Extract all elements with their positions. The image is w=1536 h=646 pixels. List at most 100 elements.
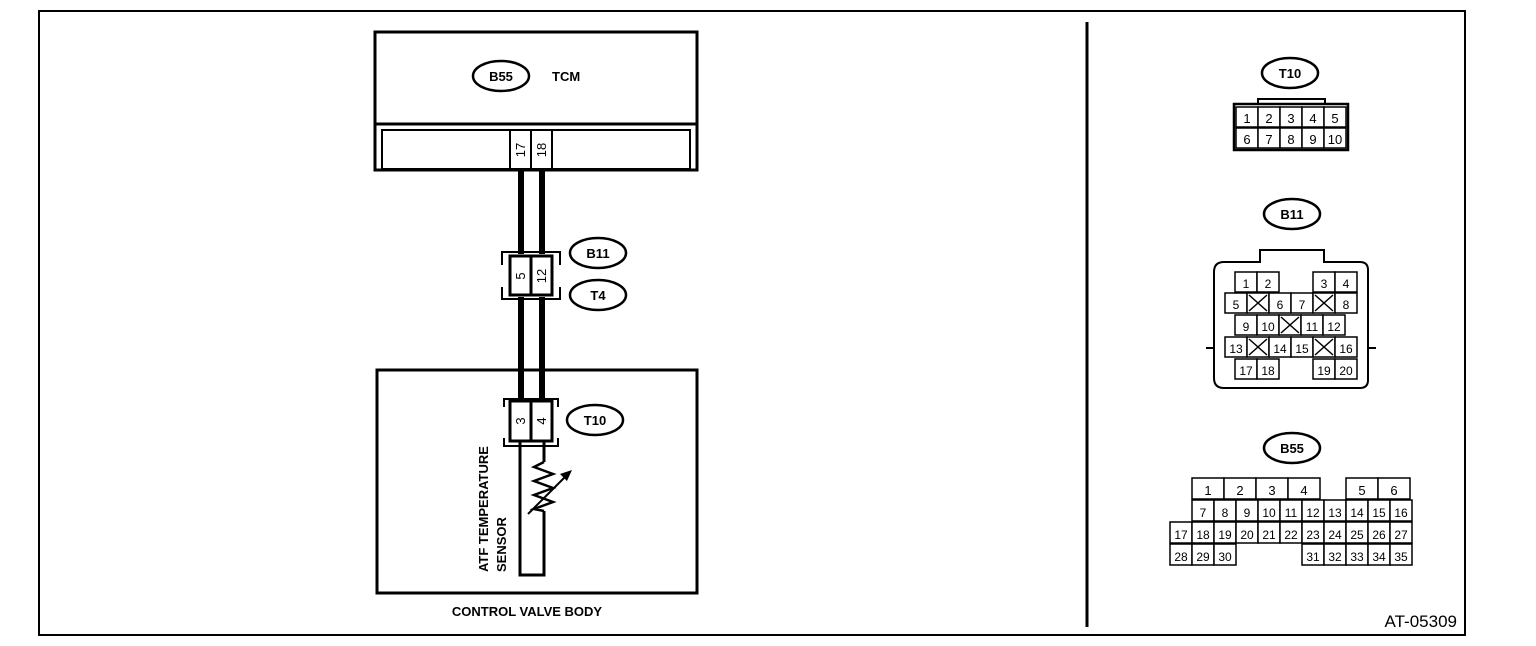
t10-face-frame [1232, 102, 1350, 152]
pin-number: 8 [1343, 298, 1350, 312]
pin-number: 17 [1174, 528, 1188, 542]
blank-pin-mark [1314, 338, 1334, 356]
pin-cell [1287, 477, 1321, 500]
pin-number: 4 [1300, 483, 1307, 498]
pin-number: 23 [1306, 528, 1320, 542]
pin-number: 3 [1268, 483, 1275, 498]
pin-number: 22 [1284, 528, 1298, 542]
pin-number: 9 [1243, 320, 1250, 334]
pin-number: 9 [1309, 132, 1316, 147]
pin-cell [1323, 106, 1347, 128]
b11-tag-label: B11 [586, 246, 609, 261]
pin-number: 10 [1328, 132, 1342, 147]
wire-segment [518, 297, 524, 401]
pin-number: 5 [1358, 483, 1365, 498]
pin-number: 14 [1273, 342, 1287, 356]
pin-cell [1334, 271, 1358, 293]
blank-pin-mark [1314, 294, 1334, 312]
sensor-label-line1: ATF TEMPERATURE [476, 446, 491, 572]
pin-number: 5 [1233, 298, 1240, 312]
t4-tag-label: T4 [590, 288, 606, 303]
pin-number: 8 [1287, 132, 1294, 147]
pin-number: 4 [1343, 277, 1350, 291]
pin-number: 3 [1321, 277, 1328, 291]
pin-number: 6 [1390, 483, 1397, 498]
pin-number: 11 [1285, 506, 1298, 520]
pin-number: 16 [1394, 506, 1408, 520]
joint-bracket-top [501, 251, 561, 265]
pin-number: 18 [1261, 364, 1275, 378]
blank-pin-mark [1248, 294, 1268, 312]
pin-number: 28 [1174, 550, 1188, 564]
joint-pin-cell-12 [529, 254, 554, 297]
tcm-unit: B55 TCM 17 18 [373, 30, 699, 172]
b55-face-tag [1262, 431, 1322, 465]
pin-number: 7 [1299, 298, 1306, 312]
blank-pin-mark [1248, 338, 1268, 356]
pin-cell [1256, 271, 1280, 293]
pin-number: 14 [1350, 506, 1364, 520]
pin-cell [1323, 127, 1347, 149]
pin-number: 18 [1196, 528, 1210, 542]
pin-number: 1 [1204, 483, 1211, 498]
b11-tag [568, 236, 628, 270]
pin-number: 24 [1328, 528, 1342, 542]
valve-body-label: CONTROL VALVE BODY [452, 604, 603, 619]
pin-number: 21 [1262, 528, 1276, 542]
joint-connector: 5 12 B11 T4 [501, 236, 628, 312]
pin-number: 27 [1394, 528, 1408, 542]
pin-number: 7 [1265, 132, 1272, 147]
pin-number: 12 [1306, 506, 1320, 520]
pin-number: 1 [1243, 277, 1250, 291]
pin-number: 10 [1261, 320, 1275, 334]
figure-id: AT-05309 [1385, 612, 1457, 631]
pin-cell [1256, 358, 1280, 380]
pin-number: 34 [1372, 550, 1386, 564]
wire-segment [539, 297, 545, 401]
tcm-connector-tag [471, 59, 531, 93]
pin-number: 15 [1295, 342, 1309, 356]
valve-body-box [375, 368, 699, 595]
pin-number: 20 [1339, 364, 1353, 378]
pin-number: 6 [1243, 132, 1250, 147]
joint-bracket-bottom [501, 287, 561, 300]
t10-face-label: T10 [1279, 66, 1301, 81]
pin-cell [1389, 499, 1413, 522]
pin-cell [1334, 336, 1358, 358]
t10-face-tag [1260, 56, 1320, 90]
pin-number: 26 [1372, 528, 1386, 542]
pin-cell [1213, 543, 1237, 566]
joint-pin-5: 5 [513, 272, 528, 279]
pin-number: 29 [1196, 550, 1210, 564]
pin-number: 20 [1240, 528, 1254, 542]
variable-arrow [527, 473, 569, 515]
sensor-circuit [518, 441, 546, 577]
t10-bracket-top [503, 398, 559, 407]
t10-bracket [503, 438, 559, 447]
pin-number: 9 [1244, 506, 1251, 520]
pin-cell [1389, 543, 1413, 566]
pin-number: 7 [1200, 506, 1207, 520]
pin-number: 16 [1339, 342, 1353, 356]
wire-segment [539, 169, 545, 254]
pin-number: 3 [1287, 111, 1294, 126]
pin-number: 25 [1350, 528, 1364, 542]
joint-pin-12: 12 [534, 269, 549, 283]
t4-tag [568, 278, 628, 312]
tcm-connector-label: B55 [489, 69, 513, 84]
pin-cell [1322, 314, 1346, 336]
pin-number: 2 [1265, 111, 1272, 126]
pin-number: 4 [1309, 111, 1316, 126]
b55-face-label: B55 [1280, 441, 1304, 456]
pin-number: 6 [1277, 298, 1284, 312]
pin-number: 8 [1222, 506, 1229, 520]
pin-number: 10 [1262, 506, 1276, 520]
t10-face-key [1257, 98, 1326, 104]
pin-number: 15 [1372, 506, 1386, 520]
pin-number: 35 [1394, 550, 1408, 564]
pin-number: 13 [1229, 342, 1243, 356]
